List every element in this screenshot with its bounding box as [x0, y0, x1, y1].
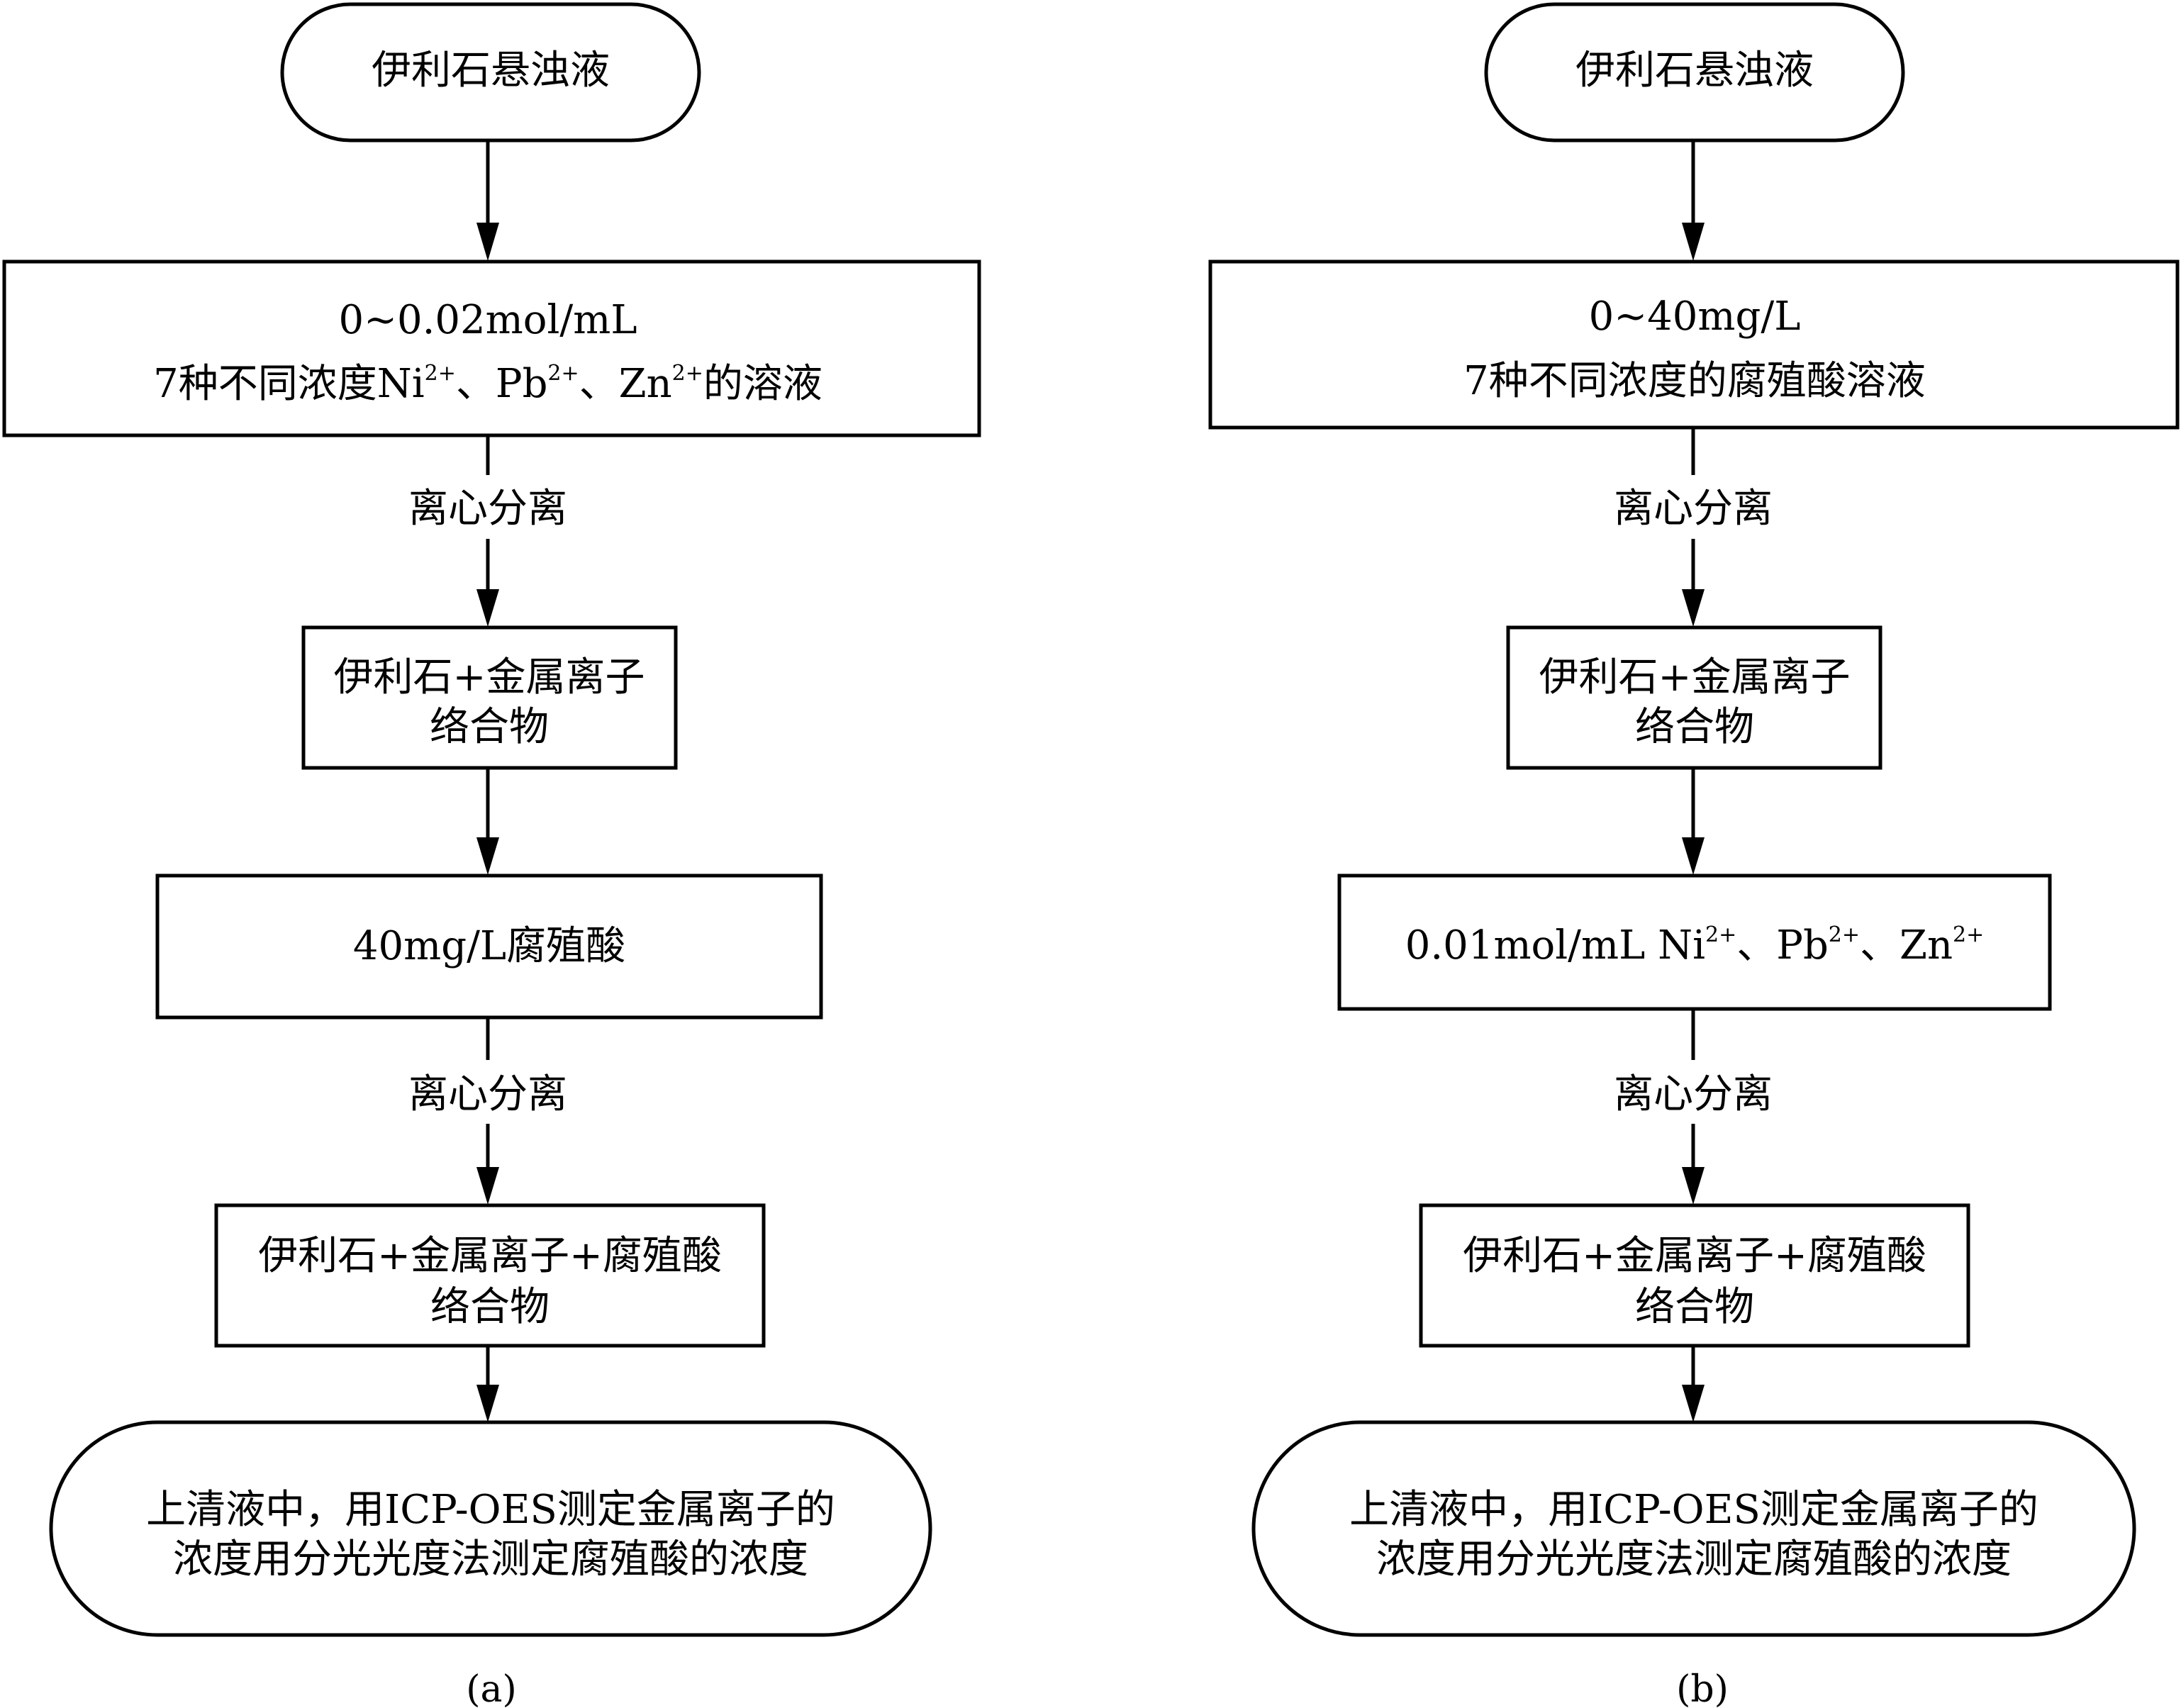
step2-line2: 络合物 [430, 704, 549, 750]
edge-label-centrifuge: 离心分离 [408, 486, 567, 532]
step2-node: 伊利石+金属离子 络合物 [1506, 625, 1882, 770]
step4-line2: 络合物 [430, 1284, 550, 1330]
panel-b: 伊利石悬浊液 0~40mg/L 7种不同浓度的腐殖酸溶液 离心分离 伊利石+金属… [1208, 2, 2180, 1708]
step2-node: 伊利石+金属离子 络合物 [301, 625, 678, 770]
step2-line1: 伊利石+金属离子 [1539, 654, 1851, 700]
arrow [1682, 768, 1705, 875]
step4-line2: 络合物 [1635, 1284, 1754, 1330]
step4-node: 伊利石+金属离子+腐殖酸 络合物 [214, 1203, 766, 1348]
step3-label: 40mg/L腐殖酸 [353, 923, 625, 969]
start-label: 伊利石悬浊液 [1575, 48, 1814, 94]
step2-line1: 伊利石+金属离子 [334, 654, 645, 700]
end-line2: 浓度用分光光度法测定腐殖酸的浓度 [173, 1536, 808, 1583]
step1-line2: 7种不同浓度Ni2+、Pb2+、Zn2+的溶液 [153, 361, 822, 407]
start-label: 伊利石悬浊液 [372, 48, 610, 94]
start-node: 伊利石悬浊液 [280, 2, 701, 143]
arrow [476, 1017, 499, 1205]
step1-line2: 7种不同浓度的腐殖酸溶液 [1463, 358, 1926, 404]
arrow [476, 768, 499, 875]
arrow [1682, 140, 1705, 261]
arrow [476, 1346, 499, 1422]
edge-label-centrifuge: 离心分离 [408, 1071, 567, 1117]
step4-line1: 伊利石+金属离子+腐殖酸 [1463, 1233, 1926, 1279]
end-line1: 上清液中，用ICP-OES测定金属离子的 [146, 1487, 835, 1533]
step1-line1: 0~40mg/L [1589, 294, 1801, 340]
edge-label-centrifuge: 离心分离 [1614, 1071, 1773, 1117]
step3-node: 0.01mol/mL Ni2+、Pb2+、Zn2+ [1337, 873, 2052, 1011]
step3-node: 40mg/L腐殖酸 [155, 873, 823, 1020]
step4-node: 伊利石+金属离子+腐殖酸 络合物 [1419, 1203, 1970, 1348]
end-line2: 浓度用分光光度法测定腐殖酸的浓度 [1376, 1536, 2012, 1583]
arrow [1682, 428, 1705, 627]
arrow [1682, 1346, 1705, 1422]
step1-line1: 0~0.02mol/mL [338, 297, 637, 343]
end-node: 上清液中，用ICP-OES测定金属离子的 浓度用分光光度法测定腐殖酸的浓度 [49, 1420, 932, 1637]
panel-caption: (a) [466, 1668, 517, 1708]
step2-line2: 络合物 [1635, 704, 1754, 750]
panel-caption: (b) [1676, 1668, 1729, 1708]
step1-node: 0~0.02mol/mL 7种不同浓度Ni2+、Pb2+、Zn2+的溶液 [2, 259, 981, 437]
end-line1: 上清液中，用ICP-OES测定金属离子的 [1349, 1487, 2038, 1533]
arrow [476, 140, 499, 261]
edge-label-centrifuge: 离心分离 [1614, 486, 1773, 532]
step1-node: 0~40mg/L 7种不同浓度的腐殖酸溶液 [1208, 259, 2180, 430]
step4-line1: 伊利石+金属离子+腐殖酸 [258, 1233, 722, 1279]
panel-a: 伊利石悬浊液 0~0.02mol/mL 7种不同浓度Ni2+、Pb2+、Zn2+… [2, 2, 981, 1708]
end-node: 上清液中，用ICP-OES测定金属离子的 浓度用分光光度法测定腐殖酸的浓度 [1251, 1420, 2136, 1637]
arrow [1682, 1009, 1705, 1205]
step3-label: 0.01mol/mL Ni2+、Pb2+、Zn2+ [1405, 922, 1985, 969]
arrow [476, 435, 499, 627]
start-node: 伊利石悬浊液 [1484, 2, 1905, 143]
